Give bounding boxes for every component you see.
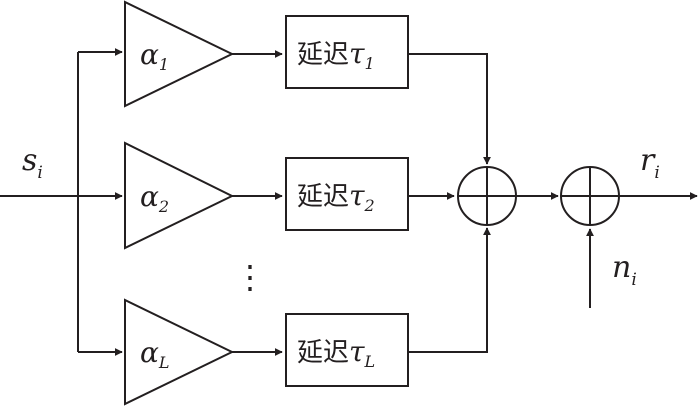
- gain-symbol-1: α: [140, 38, 159, 71]
- gain-label-L: αL: [140, 336, 170, 372]
- delay-text-1: 延迟: [297, 40, 349, 70]
- gain-label-1: α1: [140, 38, 169, 74]
- branch-2: α2 延迟τ2: [124, 141, 455, 250]
- sum-junction-1: [457, 166, 517, 226]
- delay-to-sum-line-1: [408, 53, 491, 165]
- gain-amplifier-L: [124, 298, 235, 406]
- output-label: ri: [640, 143, 660, 183]
- gain-amplifier-2: [124, 141, 235, 250]
- noise-adder: [560, 166, 620, 226]
- tau-subscript-1: 1: [365, 54, 375, 73]
- output-symbol: r: [640, 143, 656, 178]
- output-subscript: i: [654, 163, 659, 183]
- gain-subscript-1: 1: [159, 55, 169, 74]
- noise-subscript: i: [631, 270, 636, 290]
- delay-box-L: [285, 313, 409, 387]
- tau-symbol-1: τ: [349, 37, 365, 70]
- input-label: si: [22, 143, 43, 183]
- gain-label-2: α2: [140, 180, 169, 216]
- delay-text-L: 延迟: [297, 338, 349, 368]
- gain-amplifier-1: [124, 0, 235, 108]
- delay-label-2: 延迟τ2: [297, 179, 375, 215]
- noise-symbol: n: [612, 250, 631, 285]
- delay-label-1: 延迟τ1: [297, 37, 375, 73]
- gain-symbol-L: α: [140, 336, 159, 369]
- gain-subscript-L: L: [158, 353, 170, 372]
- branch-L: αL 延迟τL: [124, 227, 491, 406]
- noise-label: ni: [612, 250, 637, 290]
- input-symbol: s: [22, 143, 37, 178]
- tau-subscript-L: L: [364, 352, 376, 371]
- branch-ellipsis: ⋮: [234, 258, 266, 296]
- delay-box-2: [285, 157, 409, 231]
- delay-label-L: 延迟τL: [297, 335, 375, 371]
- tau-subscript-2: 2: [364, 196, 375, 215]
- gain-subscript-2: 2: [158, 197, 169, 216]
- gain-symbol-2: α: [140, 180, 159, 213]
- delay-text-2: 延迟: [297, 182, 349, 212]
- delay-to-sum-line-L: [408, 227, 491, 353]
- input-subscript: i: [37, 163, 42, 183]
- tau-symbol-L: τ: [349, 335, 365, 368]
- delay-box-1: [285, 15, 409, 89]
- branch-1: α1 延迟τ1: [124, 0, 491, 165]
- tau-symbol-2: τ: [349, 179, 365, 212]
